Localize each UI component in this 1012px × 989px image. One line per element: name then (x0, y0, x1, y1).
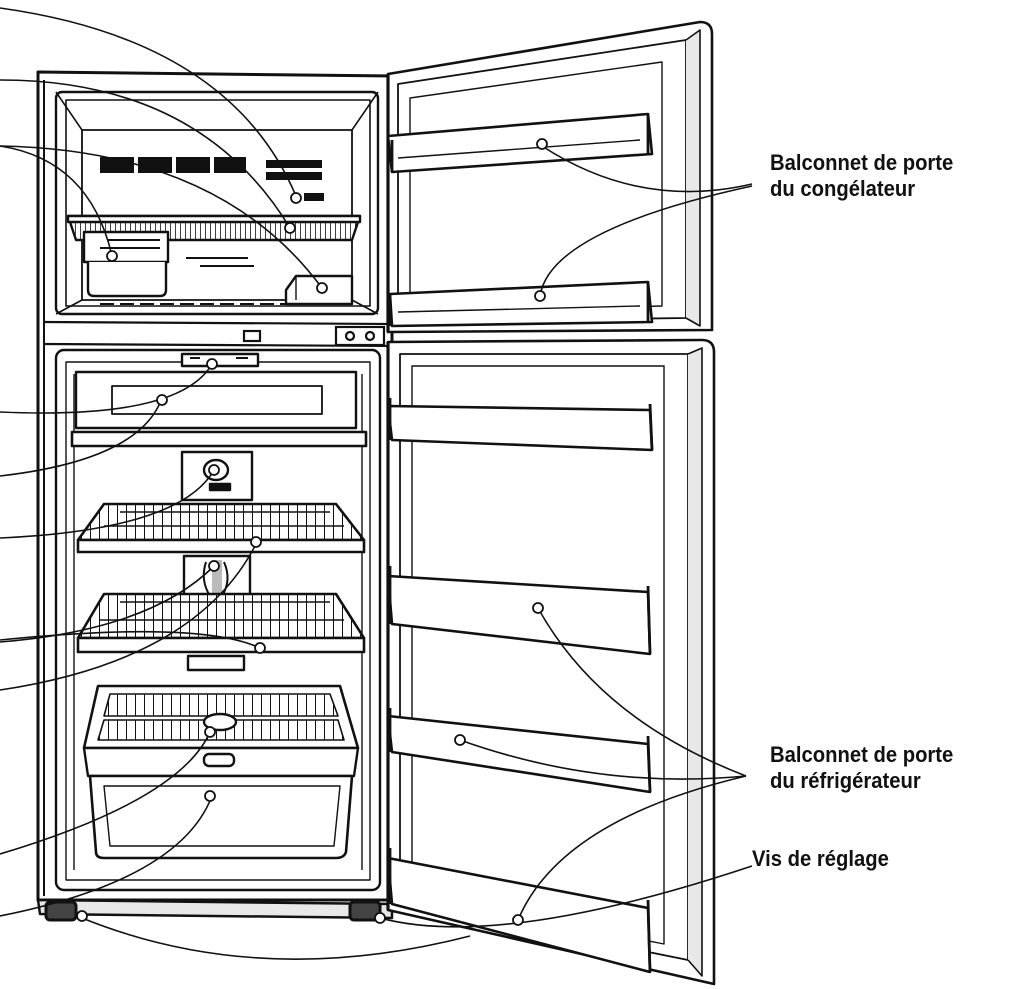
label-adjust-screw: Vis de réglage (752, 846, 889, 872)
label-fridge-door-bin: Balconnet de porte du réfrigérateur (770, 742, 953, 794)
compartment-divider (43, 320, 393, 348)
freezer-compartment (54, 90, 380, 316)
freezer-door (386, 20, 714, 334)
label-freezer-door-bin-line-1: Balconnet de porte (770, 150, 954, 175)
label-fridge-door-bin-line-2: du réfrigérateur (770, 768, 921, 793)
wire-shelf-1 (76, 502, 366, 542)
fridge-door (386, 338, 716, 986)
label-adjust-screw-text: Vis de réglage (752, 846, 889, 871)
glass-shelf (70, 430, 368, 448)
fridge-compartment (54, 348, 382, 892)
lamp-cover (180, 352, 260, 368)
leader-lines (0, 7, 753, 960)
ice-bank (86, 262, 168, 298)
crisper-drawer (88, 774, 354, 860)
freezer-vents (100, 157, 324, 201)
foot-right (348, 900, 382, 922)
top-box (74, 370, 358, 430)
callout-points (76, 138, 548, 926)
label-freezer-door-bin-line-2: du congélateur (770, 176, 916, 201)
label-freezer-door-bin: Balconnet de porte du congélateur (770, 150, 953, 202)
label-fridge-door-bin-line-1: Balconnet de porte (770, 742, 954, 767)
